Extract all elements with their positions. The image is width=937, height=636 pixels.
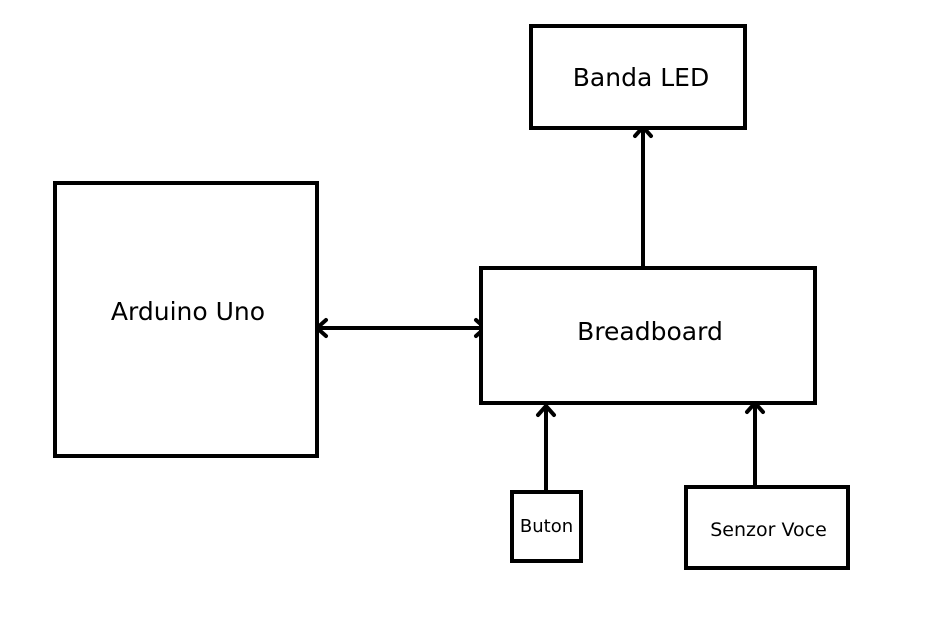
senzor-to-breadboard-arrow (745, 401, 765, 487)
banda-led-label: Banda LED (572, 62, 710, 92)
buton-block: Buton (510, 490, 583, 563)
arrowhead-up-icon (536, 404, 556, 417)
arduino-uno-block: Arduino Uno (53, 181, 319, 458)
buton-to-breadboard-arrow (536, 404, 556, 492)
arduino-uno-label: Arduino Uno (110, 297, 266, 326)
arduino-breadboard-arrow (315, 318, 487, 338)
breadboard-block: Breadboard (479, 266, 817, 405)
breadboard-label: Breadboard (577, 317, 723, 346)
senzor-voce-block: Senzor Voce (684, 485, 850, 570)
breadboard-to-banda-arrow (633, 125, 653, 268)
banda-led-block: Banda LED (529, 24, 747, 130)
senzor-voce-label: Senzor Voce (710, 518, 827, 541)
buton-label: Buton (519, 516, 574, 537)
